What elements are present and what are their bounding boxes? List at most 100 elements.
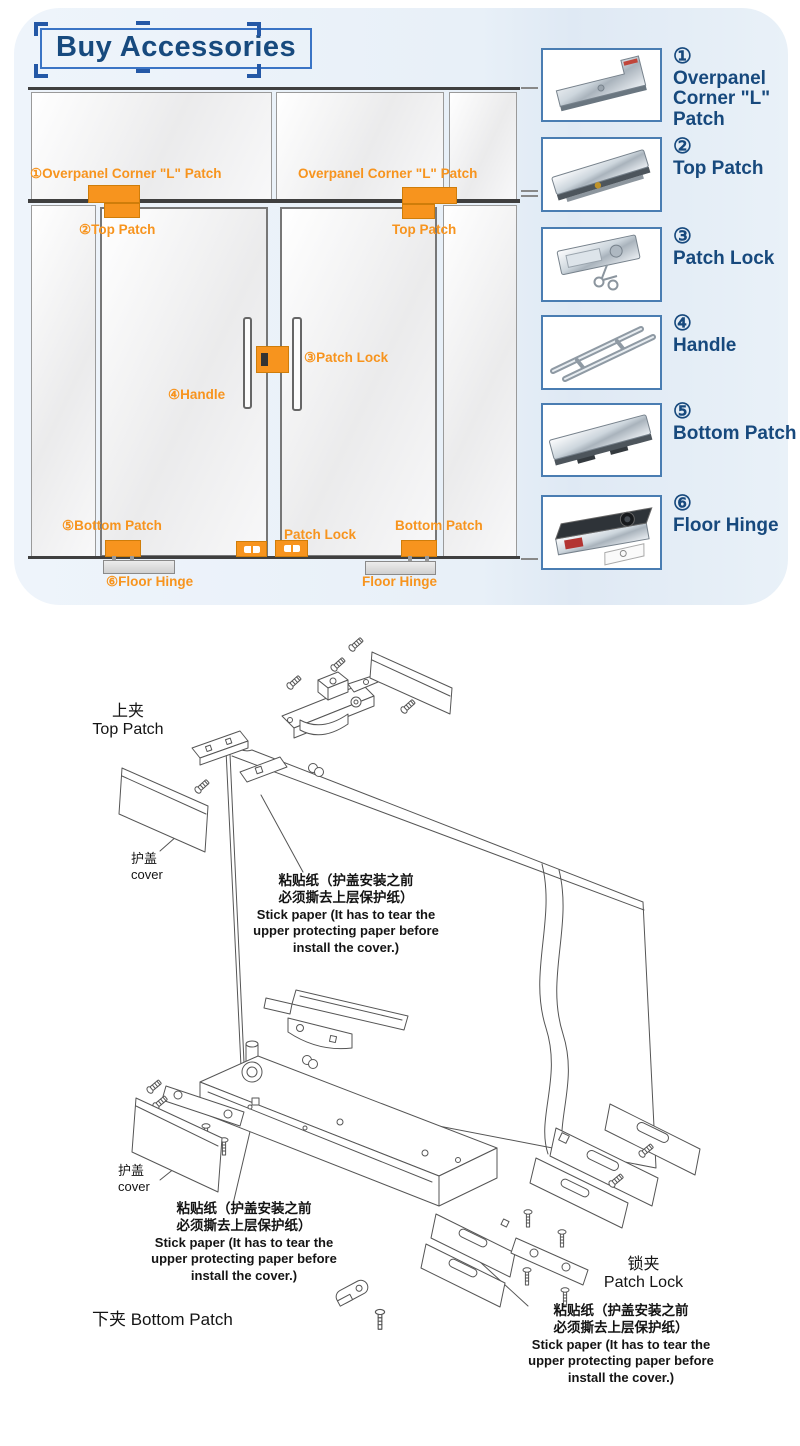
label-patch-lock-exploded: 锁夹 Patch Lock <box>596 1250 691 1292</box>
item-number: ② <box>673 135 692 158</box>
label-stick-paper-3: 粘贴纸（护盖安装之前 必须撕去上层保护纸） Stick paper (It ha… <box>505 1302 737 1386</box>
stick-zh-1: 粘贴纸（护盖安装之前 <box>553 1303 689 1318</box>
stick-en-2: upper protecting paper before <box>151 1251 337 1267</box>
connector-line <box>521 195 538 197</box>
label-cover-bottom: 护盖 cover <box>118 1163 150 1194</box>
patch-lock-photo <box>556 234 641 291</box>
top-patch-piece-left <box>104 203 140 218</box>
label-top-patch-right: Top Patch <box>392 222 457 237</box>
item-number: ① <box>673 45 692 68</box>
stick-zh-2: 必须撕去上层保护纸） <box>278 890 414 906</box>
cover-plate-bottom <box>131 1097 223 1193</box>
glass-door-right <box>280 207 437 557</box>
cover-plate-top <box>118 767 209 853</box>
hinge-pin <box>130 556 134 561</box>
side-panel-right <box>443 205 517 557</box>
glass-door-left <box>100 207 268 557</box>
sidebar-item-handle: ④ Handle <box>673 312 797 356</box>
cover-zh: 护盖 <box>131 851 158 866</box>
keyhole-detail <box>261 353 268 366</box>
page-title: Buy Accessories <box>40 28 313 69</box>
item-name: Top Patch <box>673 157 764 179</box>
label-overpanel-right: Overpanel Corner "L" Patch <box>298 166 478 181</box>
connector-line <box>521 87 538 89</box>
title-corner-mark <box>34 64 48 78</box>
sidebar-item-bottom-patch: ⑤ Bottom Patch <box>673 400 797 444</box>
stick-en-1: Stick paper (It has to tear the <box>531 1336 711 1352</box>
top-patch-en: Top Patch <box>92 721 164 738</box>
item-number: ④ <box>673 312 692 335</box>
label-bottom-patch-right: Bottom Patch <box>395 518 483 533</box>
l-patch-photo <box>555 55 647 112</box>
sidebar-item-l-patch: ① Overpanel Corner "L" Patch <box>673 45 797 130</box>
patch-lock-en: Patch Lock <box>603 1274 684 1291</box>
label-bottom-patch-left: ⑤Bottom Patch <box>62 518 162 533</box>
title-corner-mark <box>247 22 261 36</box>
item-name: Handle <box>673 334 737 356</box>
stick-zh-2: 必须撕去上层保护纸） <box>553 1320 689 1336</box>
label-stick-paper-1: 粘贴纸（护盖安装之前 必须撕去上层保护纸） Stick paper (It ha… <box>238 872 454 956</box>
side-panel-left <box>31 205 96 557</box>
transom-rail <box>28 199 520 203</box>
stick-en-3: install the cover.) <box>190 1267 298 1283</box>
top-patch-assembly <box>281 636 453 739</box>
item-name: Overpanel Corner "L" Patch <box>673 67 771 130</box>
label-bottom-patch-exploded: 下夹 Bottom Patch <box>92 1310 233 1329</box>
sidebar-item-floor-hinge: ⑥ Floor Hinge <box>673 492 797 536</box>
door-handle-left <box>243 317 252 409</box>
floor-hinge-assembly <box>145 1040 498 1207</box>
bottom-patch-piece-left <box>105 540 141 557</box>
thumb-patch-lock <box>541 227 662 302</box>
bottom-patch-photo <box>549 414 653 466</box>
item-number: ⑤ <box>673 400 692 423</box>
top-patch-photo <box>551 149 651 202</box>
connector-line <box>521 190 538 192</box>
stick-en-2: upper protecting paper before <box>528 1353 714 1369</box>
thumb-floor-hinge <box>541 495 662 570</box>
door-handle-right <box>292 317 302 411</box>
thumb-l-patch <box>541 48 662 122</box>
glass-panel-outline <box>225 746 657 1169</box>
floor-hinge-plate-right <box>365 561 436 575</box>
lock-slot <box>283 545 300 552</box>
overpanel-glass-right <box>449 92 517 200</box>
lock-slot <box>243 546 260 553</box>
cover-en: cover <box>131 866 163 882</box>
top-rail <box>28 87 520 90</box>
label-handle: ④Handle <box>168 387 226 402</box>
title-edge-mark <box>136 69 150 73</box>
exploded-diagram <box>118 636 701 1330</box>
top-patch-piece-right <box>402 204 435 219</box>
stick-en-3: install the cover.) <box>567 1369 675 1385</box>
stick-en-3: install the cover.) <box>292 939 400 955</box>
stick-en-1: Stick paper (It has to tear the <box>154 1234 334 1250</box>
hinge-pin <box>408 556 412 561</box>
title-corner-mark <box>34 22 48 36</box>
bottom-patch-piece-right <box>401 540 437 557</box>
label-top-patch-exploded: 上夹 Top Patch <box>86 697 170 739</box>
title-corner-mark <box>247 64 261 78</box>
floor-hinge-photo <box>554 507 653 566</box>
item-number: ⑥ <box>673 492 692 515</box>
label-cover-top: 护盖 cover <box>131 851 163 882</box>
patch-lock-assembly <box>335 1103 701 1330</box>
cover-zh: 护盖 <box>118 1163 145 1178</box>
label-floor-hinge-left: ⑥Floor Hinge <box>106 574 194 589</box>
stick-zh-1: 粘贴纸（护盖安装之前 <box>278 873 414 888</box>
label-floor-hinge-right: Floor Hinge <box>362 574 437 589</box>
stick-en-2: upper protecting paper before <box>253 923 439 939</box>
title-edge-mark <box>136 21 150 25</box>
patch-lock-zh: 锁夹 <box>627 1256 660 1273</box>
item-name: Floor Hinge <box>673 514 779 536</box>
stick-zh-2: 必须撕去上层保护纸） <box>176 1218 312 1234</box>
stick-en-1: Stick paper (It has to tear the <box>256 906 436 922</box>
hinge-pin <box>112 556 116 561</box>
l-patch-piece-right <box>402 187 457 204</box>
label-overpanel-left: ①Overpanel Corner "L" Patch <box>30 166 222 181</box>
sidebar-item-top-patch: ② Top Patch <box>673 135 797 179</box>
connector-line <box>521 558 538 560</box>
floor-hinge-plate-left <box>103 560 175 574</box>
thumb-top-patch <box>541 137 662 212</box>
overpanel-glass-middle <box>276 92 444 200</box>
